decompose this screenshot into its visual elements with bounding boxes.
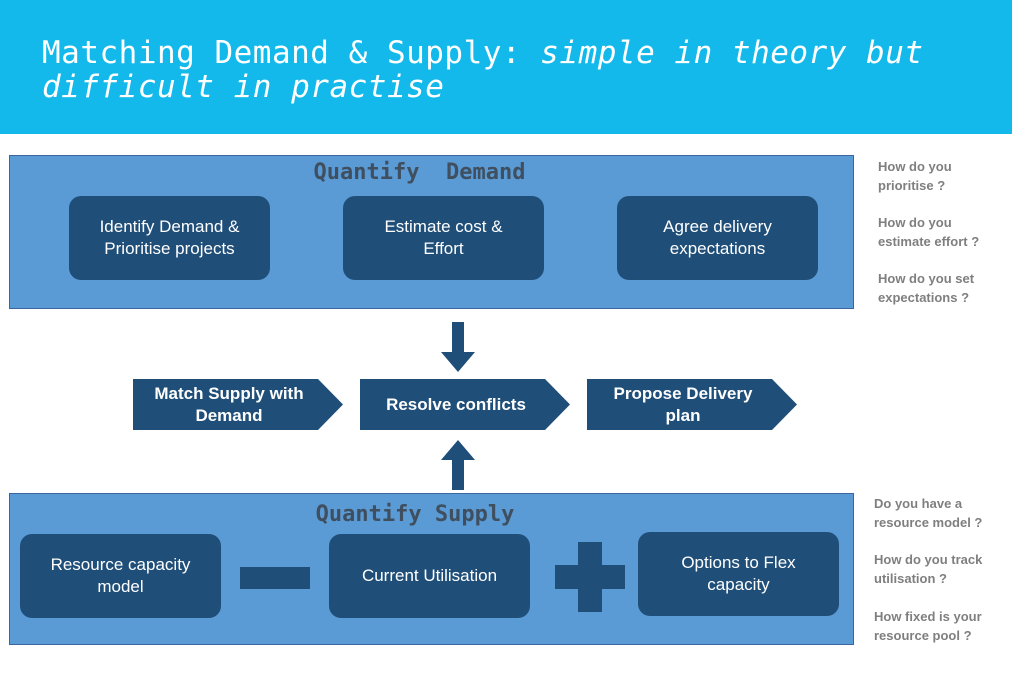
supply-box-current-utilisation: Current Utilisation: [329, 534, 530, 618]
step-resolve-conflicts: Resolve conflicts: [360, 379, 570, 430]
question-resource-model: Do you have a resource model ?: [874, 496, 983, 530]
demand-box-identify: Identify Demand & Prioritise projects: [69, 196, 270, 280]
demand-box-agree: Agree delivery expectations: [617, 196, 818, 280]
supply-box-resource-capacity: Resource capacity model: [20, 534, 221, 618]
page-title: Matching Demand & Supply: simple in theo…: [42, 36, 982, 104]
demand-panel-title: Quantify Demand: [313, 160, 526, 185]
step-label: Match Supply with Demand: [154, 383, 304, 425]
step-label: Propose Delivery plan: [613, 383, 753, 425]
chevron-shape: [360, 379, 570, 430]
title-plain: Matching Demand & Supply:: [42, 35, 541, 71]
question-resource-pool: How fixed is your resource pool ?: [874, 609, 982, 643]
up-arrow-icon: [441, 440, 475, 490]
question-prioritise: How do you prioritise ?: [878, 159, 952, 193]
title-banner: [0, 0, 1012, 134]
minus-icon: [240, 567, 310, 589]
question-track-utilisation: How do you track utilisation ?: [874, 552, 983, 586]
title-italic-1: simple in theory but: [540, 35, 924, 71]
step-label: Resolve conflicts: [386, 394, 526, 414]
question-estimate-effort: How do you estimate effort ?: [878, 215, 980, 249]
question-set-expectations: How do you set expectations ?: [878, 271, 975, 305]
down-arrow-icon: [441, 322, 475, 372]
chevron-shape: [133, 379, 343, 430]
supply-box-flex-capacity: Options to Flex capacity: [638, 532, 839, 616]
supply-panel-title: Quantify Supply: [315, 502, 515, 527]
plus-icon: [555, 542, 625, 612]
title-italic-2: difficult in practise: [42, 69, 445, 105]
step-match-supply: Match Supply with Demand: [133, 379, 343, 430]
demand-box-estimate: Estimate cost & Effort: [343, 196, 544, 280]
step-propose-plan: Propose Delivery plan: [587, 379, 797, 430]
chevron-shape: [587, 379, 797, 430]
